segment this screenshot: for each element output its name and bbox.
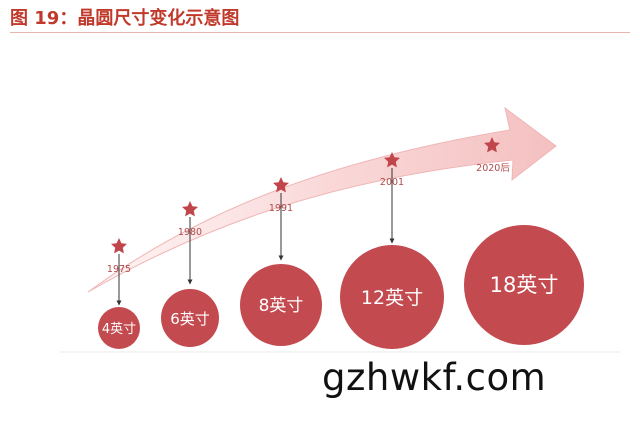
wafer-size-label: 6英寸 <box>170 310 210 328</box>
wafer-circle <box>464 225 584 345</box>
wafer-circle <box>240 264 322 346</box>
title-divider <box>10 32 630 33</box>
watermark: gzhwkf.com <box>322 356 547 399</box>
wafer-size-label: 8英寸 <box>259 296 304 316</box>
figure-title: 图 19：晶圆尺寸变化示意图 <box>10 8 240 29</box>
wafer-circle <box>98 307 140 349</box>
milestone-year: 2020后 <box>476 163 510 174</box>
milestone-1991: 1991 8英寸 <box>240 177 322 346</box>
wafer-circle <box>340 245 444 349</box>
star-icon <box>111 238 127 254</box>
star-icon <box>384 152 400 168</box>
milestone-1975: 1975 4英寸 <box>98 238 140 349</box>
milestone-2001: 2001 12英寸 <box>340 152 444 349</box>
wafer-circle <box>161 289 219 347</box>
star-icon <box>182 201 198 217</box>
wafer-size-label: 4英寸 <box>102 322 136 337</box>
wafer-size-label: 18英寸 <box>490 273 559 297</box>
star-icon <box>484 137 500 153</box>
milestone-1980: 1980 6英寸 <box>161 201 219 347</box>
milestone-2020: 2020后 18英寸 <box>464 137 584 345</box>
star-icon <box>273 177 289 193</box>
wafer-size-label: 12英寸 <box>361 287 423 309</box>
curved-arrow-icon <box>87 106 557 293</box>
